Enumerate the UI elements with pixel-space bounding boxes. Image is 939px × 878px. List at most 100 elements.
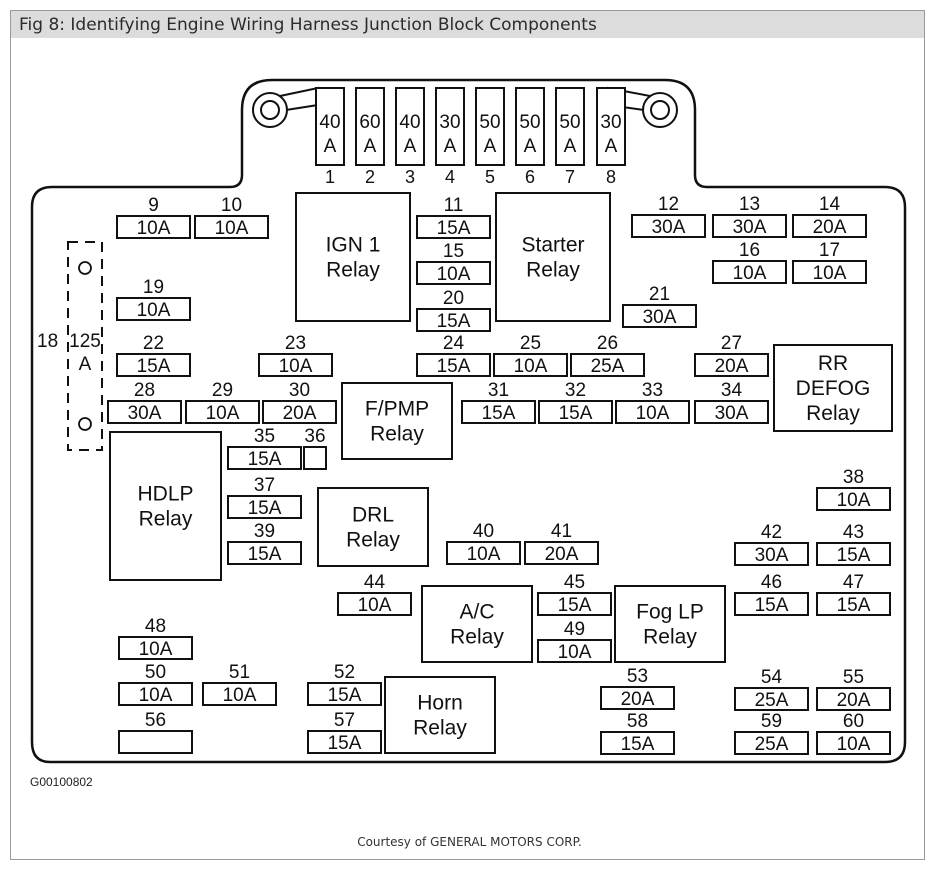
fuse-42-number: 42 (761, 522, 782, 543)
fuse-55-rating: 20A (837, 690, 871, 711)
fuse-12-number: 12 (658, 194, 679, 215)
fuse-3-amp: 40 (399, 112, 420, 133)
fuse-14-rating: 20A (813, 217, 847, 238)
fuse-23-rating: 10A (279, 356, 313, 377)
fuse-58-rating: 15A (621, 734, 655, 755)
starter-relay-label: Relay (526, 259, 580, 282)
fuse-35-rating: 15A (248, 449, 282, 470)
fuse-47-rating: 15A (837, 595, 871, 616)
fuse-24-rating: 15A (437, 356, 471, 377)
fuse-33-rating: 10A (636, 403, 670, 424)
fuse-1: 40A 1 (315, 87, 345, 187)
fuse-5-number: 5 (485, 167, 495, 187)
fuse-36: 36 (303, 426, 327, 470)
fuse-56: 56 (118, 710, 193, 754)
fuse-18-amp: 125 (69, 331, 101, 352)
fuse-41-number: 41 (551, 521, 572, 542)
fuse-27-rating: 20A (715, 356, 749, 377)
fuse-38-number: 38 (843, 467, 864, 488)
fuse-52-rating: 15A (328, 685, 362, 706)
fuse-15-number: 15 (443, 241, 464, 262)
fuse-48-rating: 10A (139, 639, 173, 660)
fuse-20-number: 20 (443, 288, 464, 309)
fuse-21-rating: 30A (643, 307, 677, 328)
fuse-1-number: 1 (325, 167, 335, 187)
fuse-30-rating: 20A (283, 403, 317, 424)
fuse-5-amp: 50 (479, 112, 500, 133)
fuse-46-rating: 15A (755, 595, 789, 616)
figure-title: Fig 8: Identifying Engine Wiring Harness… (19, 15, 597, 35)
drl-relay-label: Relay (346, 529, 400, 552)
fuse-44-number: 44 (364, 572, 386, 593)
fuse-58-number: 58 (627, 711, 648, 732)
fuse-13-rating: 30A (733, 217, 767, 238)
fuse-29-rating: 10A (206, 403, 240, 424)
title-bar (11, 11, 924, 38)
fuse-39-number: 39 (254, 521, 275, 542)
fuse-46-number: 46 (761, 572, 782, 593)
fuse-3-unit: A (404, 136, 417, 157)
fuse-11-rating: 15A (437, 218, 471, 239)
fuse-13-number: 13 (739, 194, 760, 215)
ign1-relay-label: Relay (326, 259, 380, 282)
fuse-40-number: 40 (473, 521, 494, 542)
ac-relay-label: Relay (450, 626, 504, 649)
fuse-31-rating: 15A (482, 403, 516, 424)
horn-relay-label: Horn (417, 692, 463, 715)
fuse-14-number: 14 (819, 194, 841, 215)
fuse-1-amp: 40 (319, 112, 340, 133)
fuse-25-number: 25 (520, 333, 541, 354)
fuse-27-number: 27 (721, 333, 742, 354)
fuse-55-number: 55 (843, 667, 864, 688)
fuse-8-amp: 30 (600, 112, 621, 133)
fuse-17-number: 17 (819, 240, 840, 261)
fuse-20-rating: 15A (437, 311, 471, 332)
fuse-32-number: 32 (565, 380, 586, 401)
fuse-57-rating: 15A (328, 733, 362, 754)
fuse-49-rating: 10A (558, 642, 592, 663)
fuse-54-number: 54 (761, 667, 783, 688)
fuse-57-number: 57 (334, 710, 355, 731)
fuse-7-amp: 50 (559, 112, 580, 133)
fuse-10-number: 10 (221, 195, 242, 216)
fuse-4-amp: 30 (439, 112, 460, 133)
fuse-36-number: 36 (304, 426, 325, 447)
fuse-32-rating: 15A (559, 403, 593, 424)
fuse-43-rating: 15A (837, 545, 871, 566)
fuse-26-rating: 25A (591, 356, 625, 377)
fuse-7-unit: A (564, 136, 577, 157)
fuse-18-number: 18 (37, 331, 58, 352)
fuse-37-rating: 15A (248, 498, 282, 519)
fuse-4-unit: A (444, 136, 457, 157)
fuse-60-rating: 10A (837, 734, 871, 755)
junction-block-outline (30, 78, 907, 764)
fuse-1-unit: A (324, 136, 337, 157)
rr-defog-relay-label: RR (818, 352, 848, 375)
fuse-23-number: 23 (285, 333, 306, 354)
fuse-16-rating: 10A (733, 263, 767, 284)
